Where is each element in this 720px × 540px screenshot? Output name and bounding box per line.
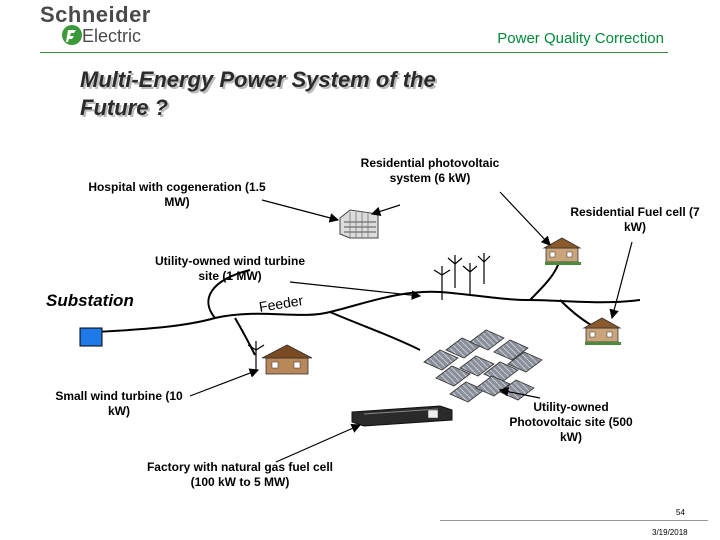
label-substation: Substation: [46, 291, 134, 310]
label-residential-pv: Residential photovoltaic system (6 kW): [360, 156, 500, 185]
arrow-small-wind: [189, 368, 260, 397]
slide-title: Multi-Energy Power System of the Future …: [80, 67, 436, 120]
arrow-factory: [275, 423, 362, 463]
arrow-residential-fc-to-bottom-house: [609, 241, 633, 320]
label-factory: Factory with natural gas fuel cell (100 …: [146, 460, 334, 489]
substation-box: [79, 327, 103, 347]
header-title: Power Quality Correction: [497, 30, 664, 47]
label-small-wind-turbine: Small wind turbine (10 kW): [55, 389, 183, 418]
residential-house-bottom-icon: [582, 317, 622, 345]
callout-arrows: [189, 191, 633, 463]
header-divider: [40, 52, 668, 53]
logo-text-electric: Electric: [82, 26, 142, 46]
utility-pv-array-icon: [423, 329, 543, 403]
farm-house-icon: [261, 344, 313, 375]
label-residential-fuel-cell: Residential Fuel cell (7 kW): [570, 205, 700, 234]
feeder-network: [95, 254, 641, 356]
label-utility-pv-site: Utility-owned Photovoltaic site (500 kW): [509, 400, 633, 444]
arrow-wind-site: [289, 281, 422, 300]
page-number: 54: [676, 508, 685, 517]
label-hospital: Hospital with cogeneration (1.5 MW): [88, 180, 266, 209]
footer-divider: [440, 520, 708, 521]
label-wind-turbine-site: Utility-owned wind turbine site (1 MW): [155, 254, 305, 283]
arrow-residential-pv: [370, 204, 401, 216]
arrow-utility-pv: [498, 386, 541, 399]
arrow-residential-fc-to-top-house: [499, 191, 551, 246]
feeder-branch-wind: [207, 269, 251, 319]
schneider-electric-logo: Schneider Electric: [40, 2, 190, 52]
small-wind-turbine-icon: [247, 341, 265, 372]
footer-date: 3/19/2018: [652, 528, 688, 537]
factory-fuel-cell-icon: [351, 405, 453, 427]
feeder-main-line: [95, 290, 641, 333]
wind-turbine-cluster-icon: [433, 253, 491, 300]
residential-house-top-icon: [542, 237, 582, 265]
feeder-branch-small-wind: [234, 317, 256, 356]
arrow-hospital: [261, 199, 340, 223]
logo-mark-icon: [62, 25, 82, 45]
logo-text-schneider: Schneider: [40, 2, 151, 27]
feeder-branch-pv: [329, 311, 421, 351]
hospital-building-icon: [339, 209, 379, 239]
